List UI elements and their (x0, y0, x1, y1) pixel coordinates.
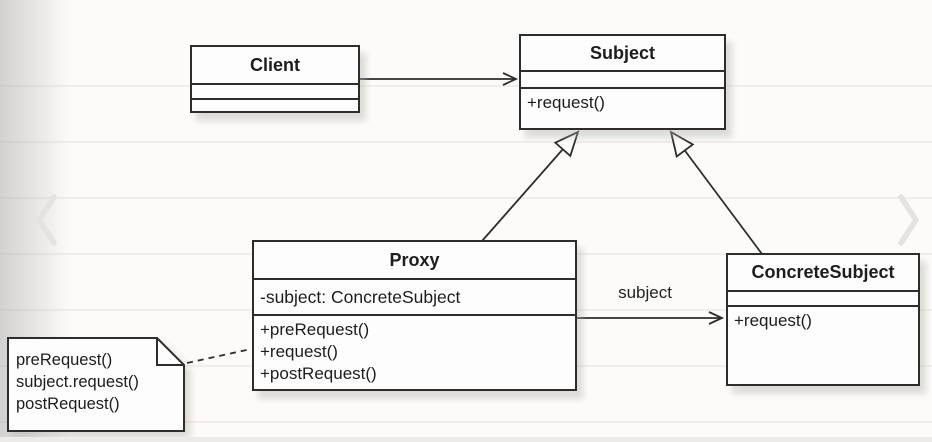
client-attributes-compartment (192, 83, 358, 98)
edge-note-to-proxy (186, 348, 252, 364)
class-title-proxy: Proxy (389, 249, 440, 270)
proxy-attributes-compartment: -subject: ConcreteSubject (254, 278, 575, 314)
class-box-concretesubject: ConcreteSubject +request() (726, 253, 920, 386)
proxy-methods-compartment: +preRequest() +request() +postRequest() (254, 314, 575, 389)
edge-concretesubject-generalizes-subject (669, 130, 763, 255)
note-line: preRequest() (16, 351, 113, 369)
association-label-subject: subject (618, 283, 672, 302)
prev-slide-icon[interactable] (36, 194, 57, 246)
client-methods-compartment (192, 98, 358, 111)
method-label: +preRequest() (260, 320, 370, 339)
method-label: +postRequest() (260, 364, 377, 383)
class-title-client: Client (249, 54, 300, 75)
method-label: +request() (527, 93, 605, 112)
class-title-concretesubject: ConcreteSubject (751, 262, 895, 282)
concretesubject-methods-compartment: +request() (728, 305, 918, 384)
class-title-subject: Subject (589, 42, 655, 63)
uml-note-shape (7, 337, 185, 432)
method-label: +request() (734, 311, 812, 330)
next-slide-icon[interactable] (898, 194, 919, 246)
subject-methods-compartment: +request() (521, 87, 724, 128)
uml-note-text: preRequest() subject.request() postReque… (16, 349, 176, 415)
method-label: +request() (260, 342, 338, 361)
attribute-label: -subject: ConcreteSubject (260, 287, 461, 307)
class-box-subject: Subject +request() (519, 34, 726, 130)
subject-attributes-compartment (521, 70, 724, 87)
note-line: postRequest() (16, 395, 120, 413)
class-box-client: Client (190, 45, 360, 113)
note-line: subject.request() (16, 373, 139, 391)
concretesubject-attributes-compartment (728, 290, 918, 305)
class-box-proxy: Proxy -subject: ConcreteSubject +preRequ… (252, 240, 577, 391)
edge-proxy-generalizes-subject (481, 130, 580, 242)
